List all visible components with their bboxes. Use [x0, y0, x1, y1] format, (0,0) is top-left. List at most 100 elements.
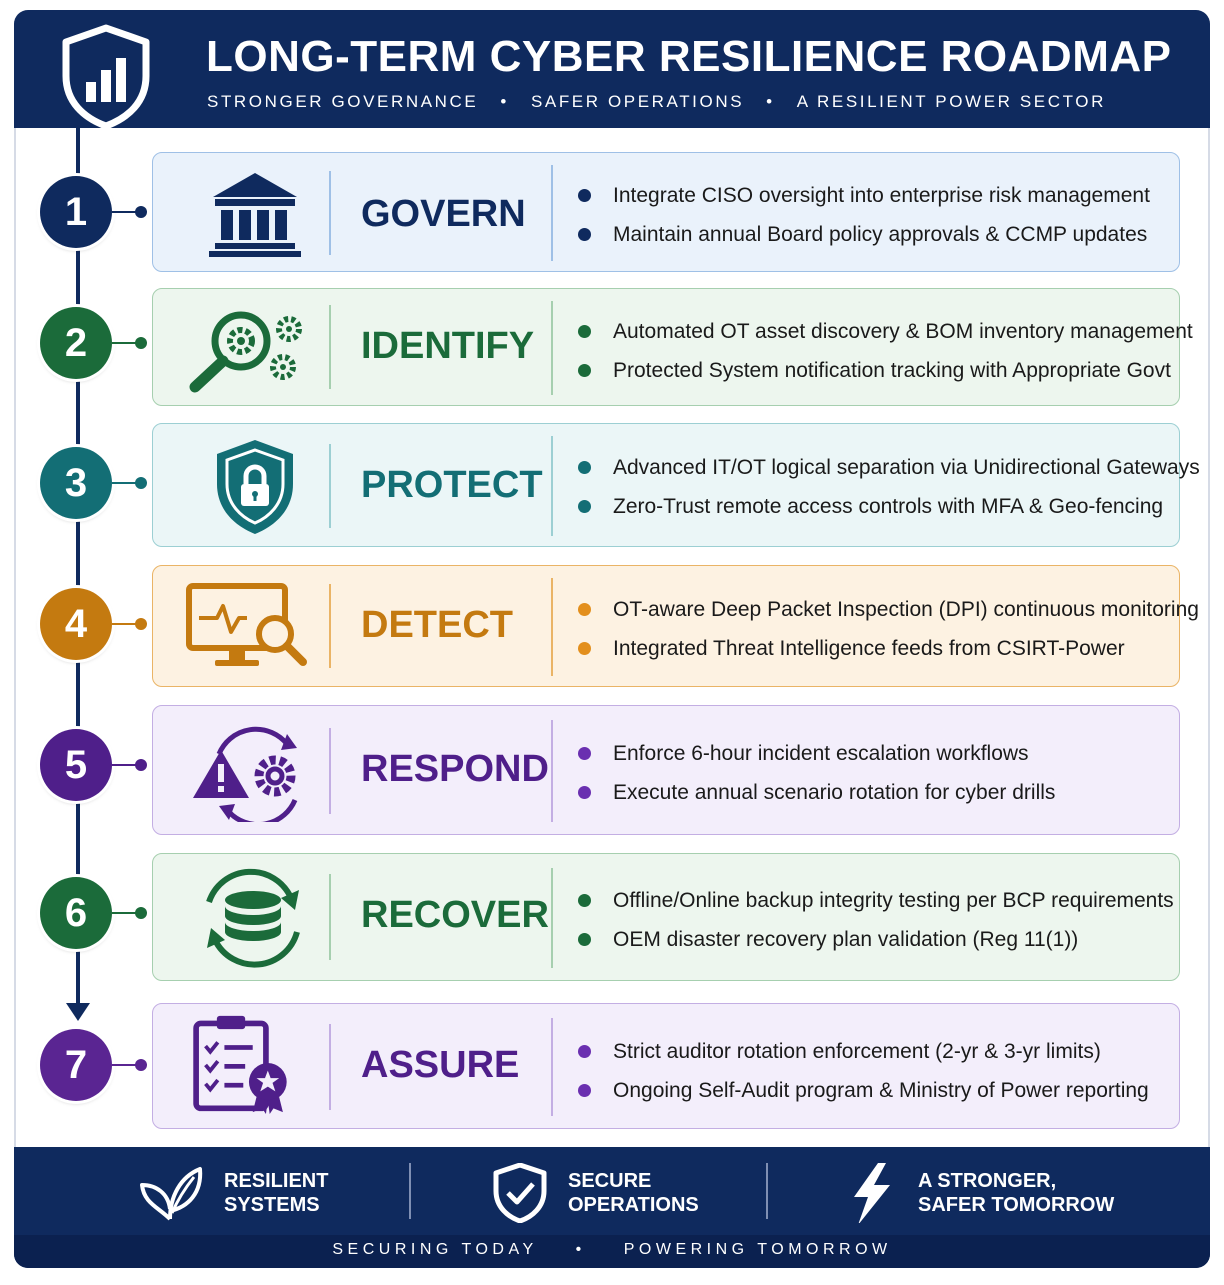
step-connector: [112, 764, 142, 766]
list-item: Integrate CISO oversight into enterprise…: [578, 176, 1150, 215]
bullet-dot: [578, 786, 591, 799]
page-subtitle: STRONGER GOVERNANCE•SAFER OPERATIONS•A R…: [207, 92, 1207, 112]
list-item: Zero-Trust remote access controls with M…: [578, 487, 1200, 526]
bullet-list: Advanced IT/OT logical separation via Un…: [578, 448, 1200, 526]
phase-title: ASSURE: [361, 1044, 520, 1086]
list-item: Maintain annual Board policy approvals &…: [578, 215, 1150, 254]
bullet-dot: [578, 228, 591, 241]
step-number-badge: 6: [40, 877, 112, 949]
bullet-dot: [578, 461, 591, 474]
list-item: Integrated Threat Intelligence feeds fro…: [578, 629, 1199, 668]
card-divider: [551, 436, 553, 536]
footer-divider: [766, 1163, 768, 1219]
footer-line: RESILIENT: [224, 1170, 329, 1192]
card-divider: [551, 720, 553, 822]
card-divider: [329, 171, 331, 255]
bullet-dot: [578, 1045, 591, 1058]
step-connector: [112, 211, 142, 213]
bullet-dot: [578, 189, 591, 202]
bullet-dot: [578, 642, 591, 655]
bullet-list: OT-aware Deep Packet Inspection (DPI) co…: [578, 590, 1199, 668]
tagline-right: POWERING TOMORROW: [623, 1241, 892, 1258]
shield-check-icon: [493, 1163, 547, 1223]
card-divider: [329, 305, 331, 389]
leaf-icon: [140, 1167, 203, 1221]
bullet-text: Ongoing Self-Audit program & Ministry of…: [613, 1079, 1149, 1102]
footer: RESILIENT SYSTEMS SECURE OPERATIONS A ST…: [14, 1147, 1210, 1268]
bullet-dot: [578, 500, 591, 513]
bullet-text: OT-aware Deep Packet Inspection (DPI) co…: [613, 598, 1199, 621]
subtitle-power-sector: A RESILIENT POWER SECTOR: [796, 92, 1106, 111]
subtitle-separator: •: [766, 92, 775, 111]
footer-text: RESILIENT SYSTEMS: [224, 1169, 328, 1217]
step-number-badge: 7: [40, 1029, 112, 1101]
footer-line: SECURE: [568, 1170, 652, 1192]
card-divider: [329, 444, 331, 528]
list-item: OEM disaster recovery plan validation (R…: [578, 920, 1174, 959]
lightning-icon: [854, 1163, 890, 1223]
step-connector: [112, 912, 142, 914]
card-divider: [551, 301, 553, 395]
bullet-list: Automated OT asset discovery & BOM inven…: [578, 312, 1193, 390]
list-item: OT-aware Deep Packet Inspection (DPI) co…: [578, 590, 1199, 629]
step-connector-dot: [135, 759, 147, 771]
step-connector-dot: [135, 618, 147, 630]
phase-title: RECOVER: [361, 894, 549, 936]
card-divider: [551, 1018, 553, 1116]
footer-divider: [409, 1163, 411, 1219]
step-connector-dot: [135, 1059, 147, 1071]
list-item: Strict auditor rotation enforcement (2-y…: [578, 1032, 1149, 1071]
list-item: Enforce 6-hour incident escalation workf…: [578, 734, 1055, 773]
bullet-text: Zero-Trust remote access controls with M…: [613, 495, 1164, 518]
card-divider: [329, 874, 331, 960]
step-connector: [112, 342, 142, 344]
subtitle-operations: SAFER OPERATIONS: [530, 92, 745, 111]
step-connector-dot: [135, 337, 147, 349]
phase-title: DETECT: [361, 604, 513, 646]
step-connector: [112, 482, 142, 484]
bullet-text: Advanced IT/OT logical separation via Un…: [613, 456, 1200, 479]
step-card: DETECT OT-aware Deep Packet Inspection (…: [152, 565, 1199, 687]
step-card: PROTECT Advanced IT/OT logical separatio…: [152, 423, 1200, 547]
bullet-text: OEM disaster recovery plan validation (R…: [613, 928, 1079, 951]
phase-title: RESPOND: [361, 748, 549, 790]
list-item: Execute annual scenario rotation for cyb…: [578, 773, 1055, 812]
step-connector-dot: [135, 206, 147, 218]
bullet-list: Integrate CISO oversight into enterprise…: [578, 176, 1150, 254]
card-divider: [329, 584, 331, 668]
bullet-list: Strict auditor rotation enforcement (2-y…: [578, 1032, 1149, 1110]
bullet-text: Enforce 6-hour incident escalation workf…: [613, 742, 1029, 765]
footer-strip: [14, 1235, 1210, 1268]
monitor-search-icon: [186, 583, 307, 666]
alert-gear-cycle-icon: [193, 726, 298, 822]
footer-line: OPERATIONS: [568, 1194, 699, 1216]
step-number-badge: 5: [40, 729, 112, 801]
shield-lock-icon: [217, 440, 293, 534]
footer-line: SYSTEMS: [224, 1194, 320, 1216]
bullet-dot: [578, 894, 591, 907]
footer-text: SECURE OPERATIONS: [568, 1169, 699, 1217]
subtitle-separator: •: [500, 92, 509, 111]
step-number-badge: 4: [40, 588, 112, 660]
bullet-dot: [578, 1084, 591, 1097]
bullet-dot: [578, 933, 591, 946]
footer-line: SAFER TOMORROW: [918, 1194, 1115, 1216]
bank-icon: [209, 173, 301, 257]
tagline-separator: •: [575, 1241, 586, 1258]
list-item: Advanced IT/OT logical separation via Un…: [578, 448, 1200, 487]
card-divider: [329, 1024, 331, 1110]
card-divider: [551, 165, 553, 261]
list-item: Offline/Online backup integrity testing …: [578, 881, 1174, 920]
bullet-dot: [578, 325, 591, 338]
list-item: Ongoing Self-Audit program & Ministry of…: [578, 1071, 1149, 1110]
list-item: Protected System notification tracking w…: [578, 351, 1193, 390]
bullet-text: Integrated Threat Intelligence feeds fro…: [613, 637, 1125, 660]
magnifier-gears-icon: [189, 311, 302, 393]
timeline-arrow-icon: [66, 1003, 90, 1021]
footer-line: A STRONGER,: [918, 1170, 1057, 1192]
tagline-left: SECURING TODAY: [332, 1241, 538, 1258]
bullet-dot: [578, 364, 591, 377]
step-connector-dot: [135, 907, 147, 919]
card-divider: [329, 728, 331, 814]
step-connector: [112, 623, 142, 625]
